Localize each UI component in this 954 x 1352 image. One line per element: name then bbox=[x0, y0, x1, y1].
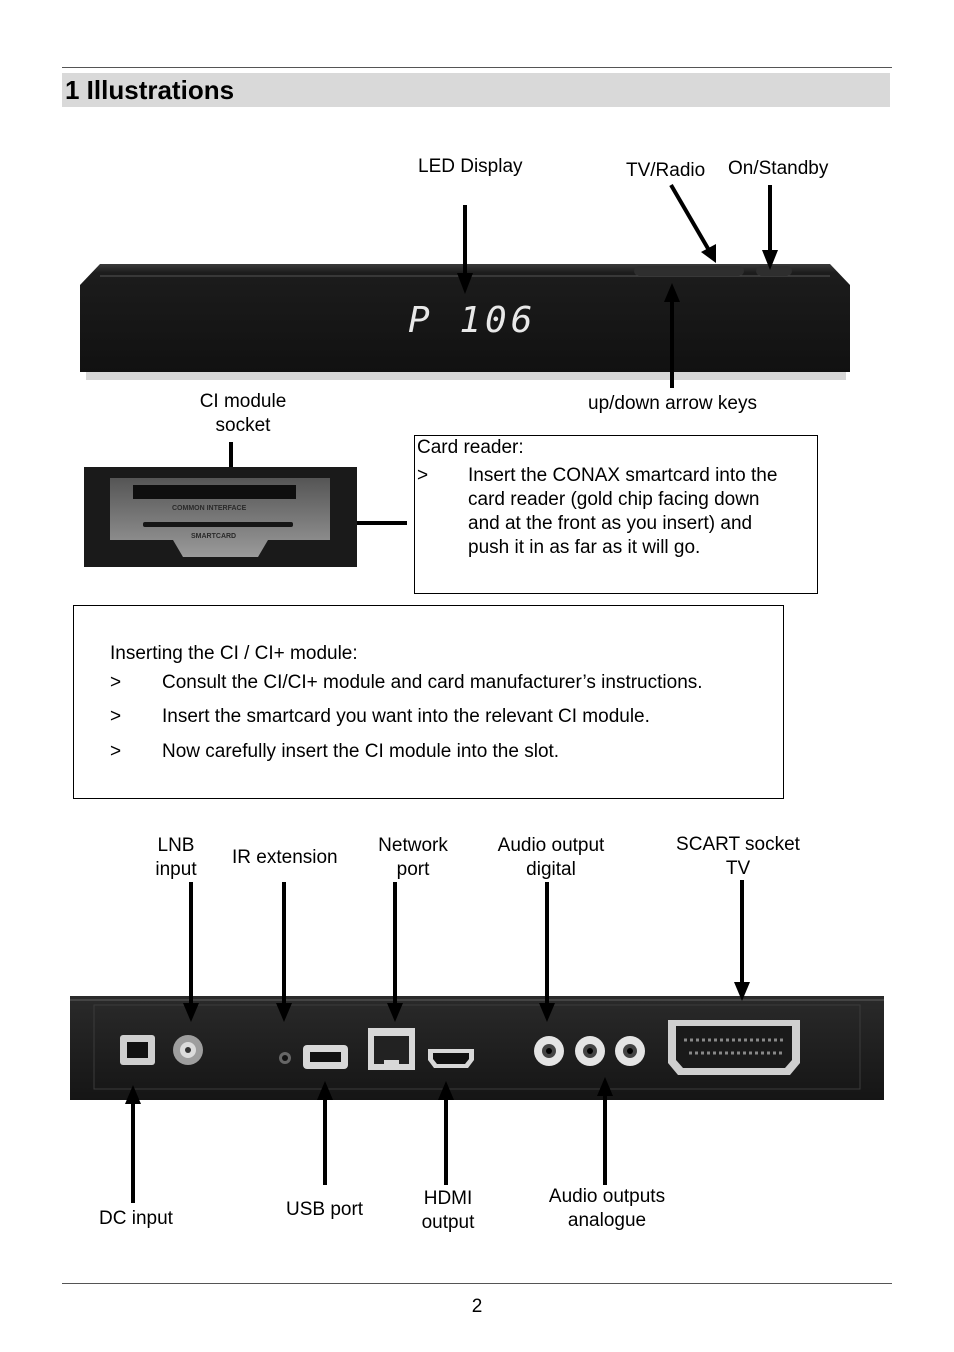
label-network-line1: Network bbox=[378, 835, 448, 856]
ci-bullet: > bbox=[110, 706, 122, 727]
slot-label-smartcard: SMARTCARD bbox=[191, 533, 237, 540]
label-hdmi-line1: HDMI bbox=[423, 1188, 473, 1209]
label-hdmi-output: HDMI output bbox=[403, 1187, 493, 1235]
label-audio-digital-line2: digital bbox=[526, 859, 576, 880]
label-network-port: Network port bbox=[363, 834, 463, 882]
page-number: 2 bbox=[471, 1296, 483, 1317]
card-reader-line: push it in as far as it will go. bbox=[468, 537, 701, 558]
ci-instructions-box: Inserting the CI / CI+ module: > Consult… bbox=[73, 605, 784, 799]
label-led-display: LED Display bbox=[418, 156, 523, 177]
card-reader-line: card reader (gold chip facing down bbox=[468, 489, 760, 510]
label-network-line2: port bbox=[396, 859, 430, 880]
label-hdmi-line2: output bbox=[421, 1212, 475, 1233]
label-scart-line2: TV bbox=[725, 858, 751, 879]
tv-radio-key bbox=[634, 266, 744, 276]
receiver-rear bbox=[70, 996, 884, 1100]
label-lnb-line2: input bbox=[155, 859, 197, 880]
slot-label-common-interface: COMMON INTERFACE bbox=[172, 505, 247, 512]
label-audio-analogue: Audio outputs analogue bbox=[537, 1185, 677, 1233]
label-audio-digital-line1: Audio output bbox=[497, 835, 605, 856]
section-heading: 1 Illustrations bbox=[62, 73, 890, 107]
label-tv-radio: TV/Radio bbox=[626, 160, 706, 181]
label-scart-line1: SCART socket bbox=[676, 834, 800, 855]
label-audio-digital: Audio output digital bbox=[486, 834, 616, 882]
ci-title: Inserting the CI / CI+ module: bbox=[110, 643, 358, 664]
card-reader-line: Insert the CONAX smartcard into the bbox=[468, 465, 778, 486]
ci-item: Insert the smartcard you want into the r… bbox=[162, 706, 650, 727]
card-reader-bullet: > bbox=[417, 465, 429, 486]
label-ci-module-line2: socket bbox=[215, 415, 271, 436]
label-on-standby: On/Standby bbox=[728, 158, 829, 179]
label-ci-module: CI module socket bbox=[183, 390, 303, 438]
label-audio-analogue-line2: analogue bbox=[567, 1210, 647, 1231]
ci-item: Consult the CI/CI+ module and card manuf… bbox=[162, 672, 703, 693]
card-reader-title: Card reader: bbox=[417, 437, 524, 458]
arrow-tv-radio bbox=[669, 183, 712, 254]
ci-item: Now carefully insert the CI module into … bbox=[162, 741, 560, 762]
label-audio-analogue-line1: Audio outputs bbox=[548, 1186, 666, 1207]
card-reader-box: Card reader: > Insert the CONAX smartcar… bbox=[414, 435, 818, 594]
label-lnb-line1: LNB bbox=[157, 835, 195, 856]
label-updown-keys: up/down arrow keys bbox=[588, 393, 757, 414]
label-usb-port: USB port bbox=[286, 1199, 364, 1220]
card-reader-line: and at the front as you insert) and bbox=[468, 513, 753, 534]
receiver-front bbox=[80, 264, 850, 380]
section-title: 1 Illustrations bbox=[65, 75, 235, 105]
slot-closeup bbox=[84, 467, 357, 567]
label-ir-extension: IR extension bbox=[232, 847, 338, 868]
ci-bullet: > bbox=[110, 741, 122, 762]
top-rule bbox=[62, 67, 892, 68]
standby-key bbox=[756, 266, 792, 276]
bottom-rule bbox=[62, 1283, 892, 1284]
label-scart: SCART socket TV bbox=[668, 833, 808, 881]
label-ci-module-line1: CI module bbox=[199, 391, 287, 412]
ci-bullet: > bbox=[110, 672, 122, 693]
label-dc-input: DC input bbox=[99, 1208, 173, 1229]
led-display-readout: P 106 bbox=[408, 300, 537, 341]
label-lnb-input: LNB input bbox=[136, 834, 216, 882]
